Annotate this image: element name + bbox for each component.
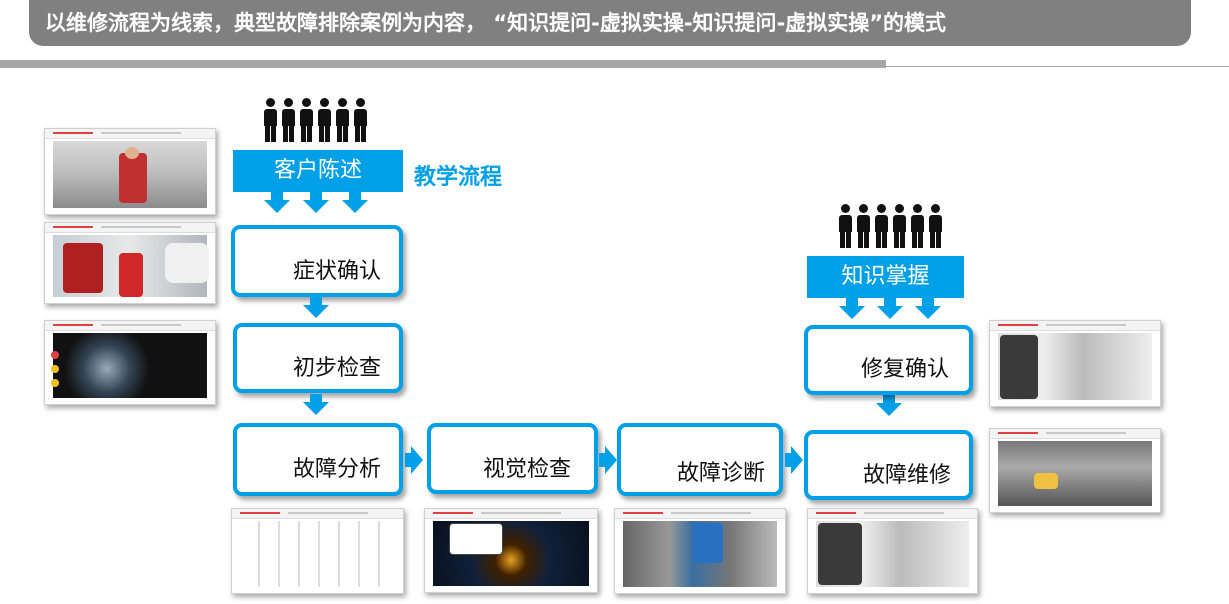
step-repair-confirm: 修复确认 (804, 325, 973, 395)
people-group-icon (838, 204, 943, 248)
step-label: 视觉检查 (483, 457, 572, 482)
step-label: 故障分析 (293, 457, 382, 482)
knowledge-mastery-label: 知识掌握 (841, 264, 930, 289)
step-visual-check: 视觉检查 (427, 423, 598, 494)
step-fault-diagnosis: 故障诊断 (617, 423, 783, 496)
screenshot-thumbnail (44, 128, 216, 215)
step-label: 故障诊断 (677, 461, 766, 486)
step-symptom-confirm: 症状确认 (231, 225, 403, 297)
screenshot-thumbnail (424, 508, 598, 593)
teaching-flow-caption: 教学流程 (414, 165, 503, 190)
screenshot-thumbnail (231, 508, 404, 594)
header-banner: 以维修流程为线索，典型故障排除案例为内容， “知识提问-虚拟实操-知识提问-虚拟… (29, 0, 1191, 46)
header-divider-thin (886, 66, 1229, 67)
screenshot-thumbnail (44, 222, 216, 304)
step-fault-analysis: 故障分析 (233, 423, 403, 496)
step-fault-repair: 故障维修 (804, 430, 973, 500)
knowledge-mastery-box: 知识掌握 (807, 256, 964, 298)
step-label: 症状确认 (293, 259, 382, 284)
people-group-icon (263, 98, 368, 142)
step-label: 初步检查 (293, 356, 382, 381)
screenshot-thumbnail (807, 508, 978, 594)
customer-statement-label: 客户陈述 (273, 158, 362, 183)
step-label: 修复确认 (861, 357, 950, 382)
screenshot-thumbnail (44, 320, 216, 405)
customer-statement-box: 客户陈述 (233, 150, 403, 192)
screenshot-thumbnail (989, 320, 1161, 407)
header-divider (0, 60, 886, 68)
screenshot-thumbnail (989, 428, 1161, 513)
screenshot-thumbnail (614, 508, 786, 594)
page-title: 以维修流程为线索，典型故障排除案例为内容， “知识提问-虚拟实操-知识提问-虚拟… (45, 11, 947, 35)
step-label: 故障维修 (863, 463, 952, 488)
step-initial-check: 初步检查 (233, 323, 403, 393)
